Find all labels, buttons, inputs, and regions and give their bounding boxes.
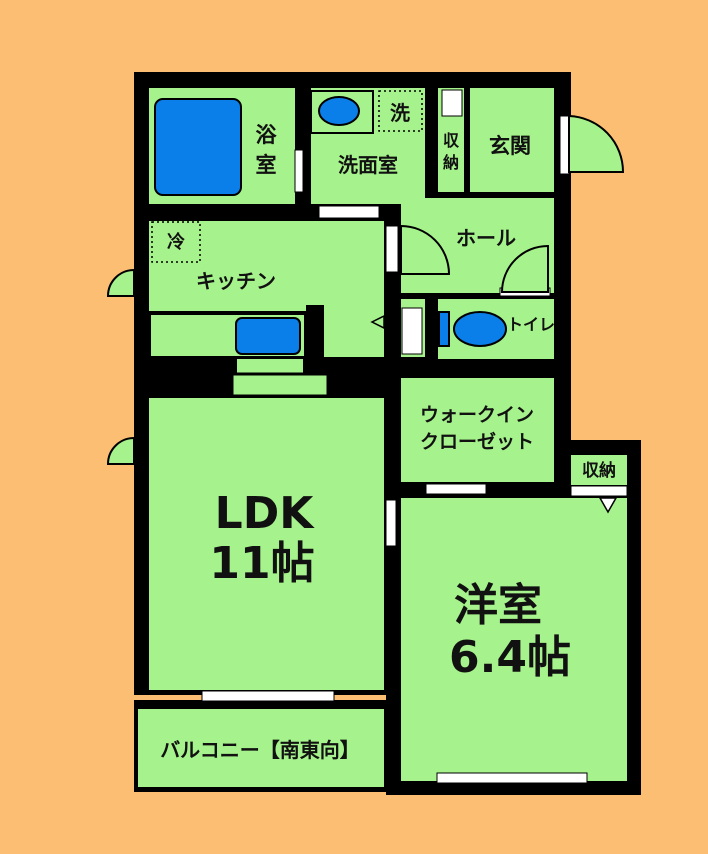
label-laundry: 洗 xyxy=(390,101,410,125)
toilet-bowl-icon xyxy=(453,311,507,347)
label-wic-2: クローゼット xyxy=(420,430,534,453)
window-ldk-south xyxy=(201,690,335,702)
walkin-closet-floor xyxy=(401,378,554,482)
label-fridge: 冷 xyxy=(167,231,185,253)
label-ldk-size: 11帖 xyxy=(209,538,314,589)
entrance-floor xyxy=(470,88,554,192)
window-wic-bottom xyxy=(425,483,487,495)
label-bath-2: 室 xyxy=(256,153,277,177)
hall-door-icon xyxy=(400,224,451,275)
label-ldk-name: LDK xyxy=(215,488,316,539)
entrance-door-icon xyxy=(568,114,625,173)
label-toilet: トイレ xyxy=(507,315,555,334)
label-balcony: バルコニー【南東向】 xyxy=(160,738,360,762)
window-storage-entry xyxy=(441,89,463,117)
ldk-side-door-icon xyxy=(106,436,135,465)
balcony-floor xyxy=(138,709,384,787)
label-hall: ホール xyxy=(456,226,516,250)
fridge-space xyxy=(151,221,201,263)
label-washroom: 洗面室 xyxy=(338,153,398,177)
label-storage-entry-2: 納 xyxy=(443,153,459,172)
ldk-floor xyxy=(149,398,384,690)
label-wic-1: ウォークイン xyxy=(420,404,534,426)
label-entrance: 玄関 xyxy=(489,134,531,158)
label-western-room-size: 6.4帖 xyxy=(449,632,571,683)
window-hall-lower xyxy=(401,307,423,355)
bathtub-icon xyxy=(154,98,242,196)
label-western-room-name: 洋室 xyxy=(454,580,542,631)
window-bath-east xyxy=(294,149,304,193)
windows xyxy=(201,89,628,784)
label-bath-1: 浴 xyxy=(256,123,278,147)
storage-arrow-icon xyxy=(598,497,618,514)
window-ldk-side xyxy=(385,499,397,547)
window-storage-bedroom xyxy=(570,485,628,497)
window-washroom xyxy=(318,205,380,219)
label-kitchen: キッチン xyxy=(196,269,276,293)
arrow-icon xyxy=(370,314,385,330)
label-storage-entry-1: 収 xyxy=(443,131,460,150)
washbasin-icon xyxy=(318,96,360,126)
western-room-floor xyxy=(401,498,627,781)
door-swings xyxy=(106,114,625,465)
laundry-space xyxy=(378,90,423,132)
toilet-door-icon xyxy=(500,244,549,293)
window-hall-side xyxy=(385,225,399,273)
toilet-tank-icon xyxy=(438,311,450,347)
kitchen-divider xyxy=(149,376,229,382)
kitchen-side-door-icon xyxy=(106,268,135,297)
window-entrance-west xyxy=(559,115,570,175)
kitchen-counter-side xyxy=(306,305,324,377)
storage-bedroom-floor xyxy=(571,455,627,485)
kitchen-sink-icon xyxy=(235,317,301,355)
counter-ledge xyxy=(230,372,330,398)
window-bedroom-south xyxy=(436,772,588,784)
label-storage-bedroom: 収納 xyxy=(582,460,616,481)
